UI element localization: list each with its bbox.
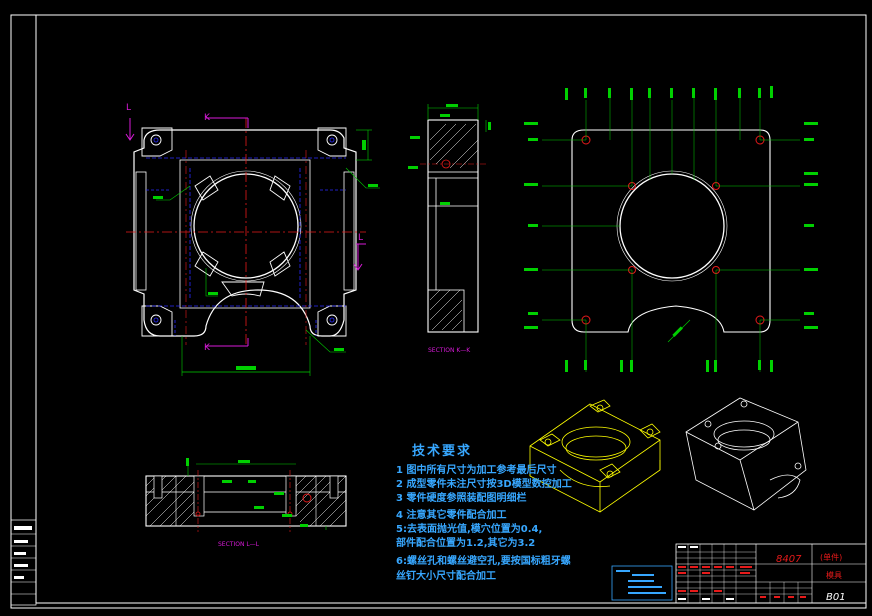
tech-requirement-3: 3 零件硬度参照装配图明细栏 — [396, 493, 527, 504]
section-ll-label: SECTION L—L — [218, 541, 260, 548]
tech-requirement-6b: 丝钉大小尺寸配合加工 — [396, 571, 496, 582]
tech-requirement-5b: 部件配合位置为1.2,其它为3.2 — [396, 538, 536, 549]
tech-requirement-4: 4 注意其它零件配合加工 — [396, 510, 507, 521]
tech-requirement-6a: 6:螺丝孔和螺丝避空孔,要按国标粗牙螺 — [396, 556, 571, 567]
note-text: (单件) — [820, 552, 842, 562]
tech-requirement-1: 1 图中所有尺寸为加工参考最后尺寸 — [396, 465, 557, 476]
unit-text: 模具 — [826, 570, 842, 580]
label-l-left: L — [126, 103, 131, 113]
label-k-bottom: K — [204, 343, 211, 353]
section-kk-label: SECTION K—K — [428, 347, 471, 354]
main-top-view — [125, 117, 380, 376]
material-text: 8407 — [776, 554, 802, 565]
isometric-view-1 — [529, 399, 661, 513]
section-ll-view — [145, 458, 347, 532]
hole-layout-view — [524, 86, 818, 372]
label-k-top: K — [204, 113, 211, 123]
isometric-view-2 — [685, 397, 807, 511]
tech-requirement-2: 2 成型零件未注尺寸按3D模型数控加工 — [396, 479, 572, 490]
tech-requirements-title: 技术要求 — [412, 444, 473, 459]
label-l-right: L — [358, 233, 363, 243]
part-number-text: B01 — [826, 592, 846, 603]
tech-requirement-5a: 5:去表面抛光值,模穴位置为0.4, — [396, 524, 543, 535]
section-kk-view — [408, 104, 491, 333]
title-block — [611, 543, 867, 604]
side-strip — [10, 519, 37, 606]
